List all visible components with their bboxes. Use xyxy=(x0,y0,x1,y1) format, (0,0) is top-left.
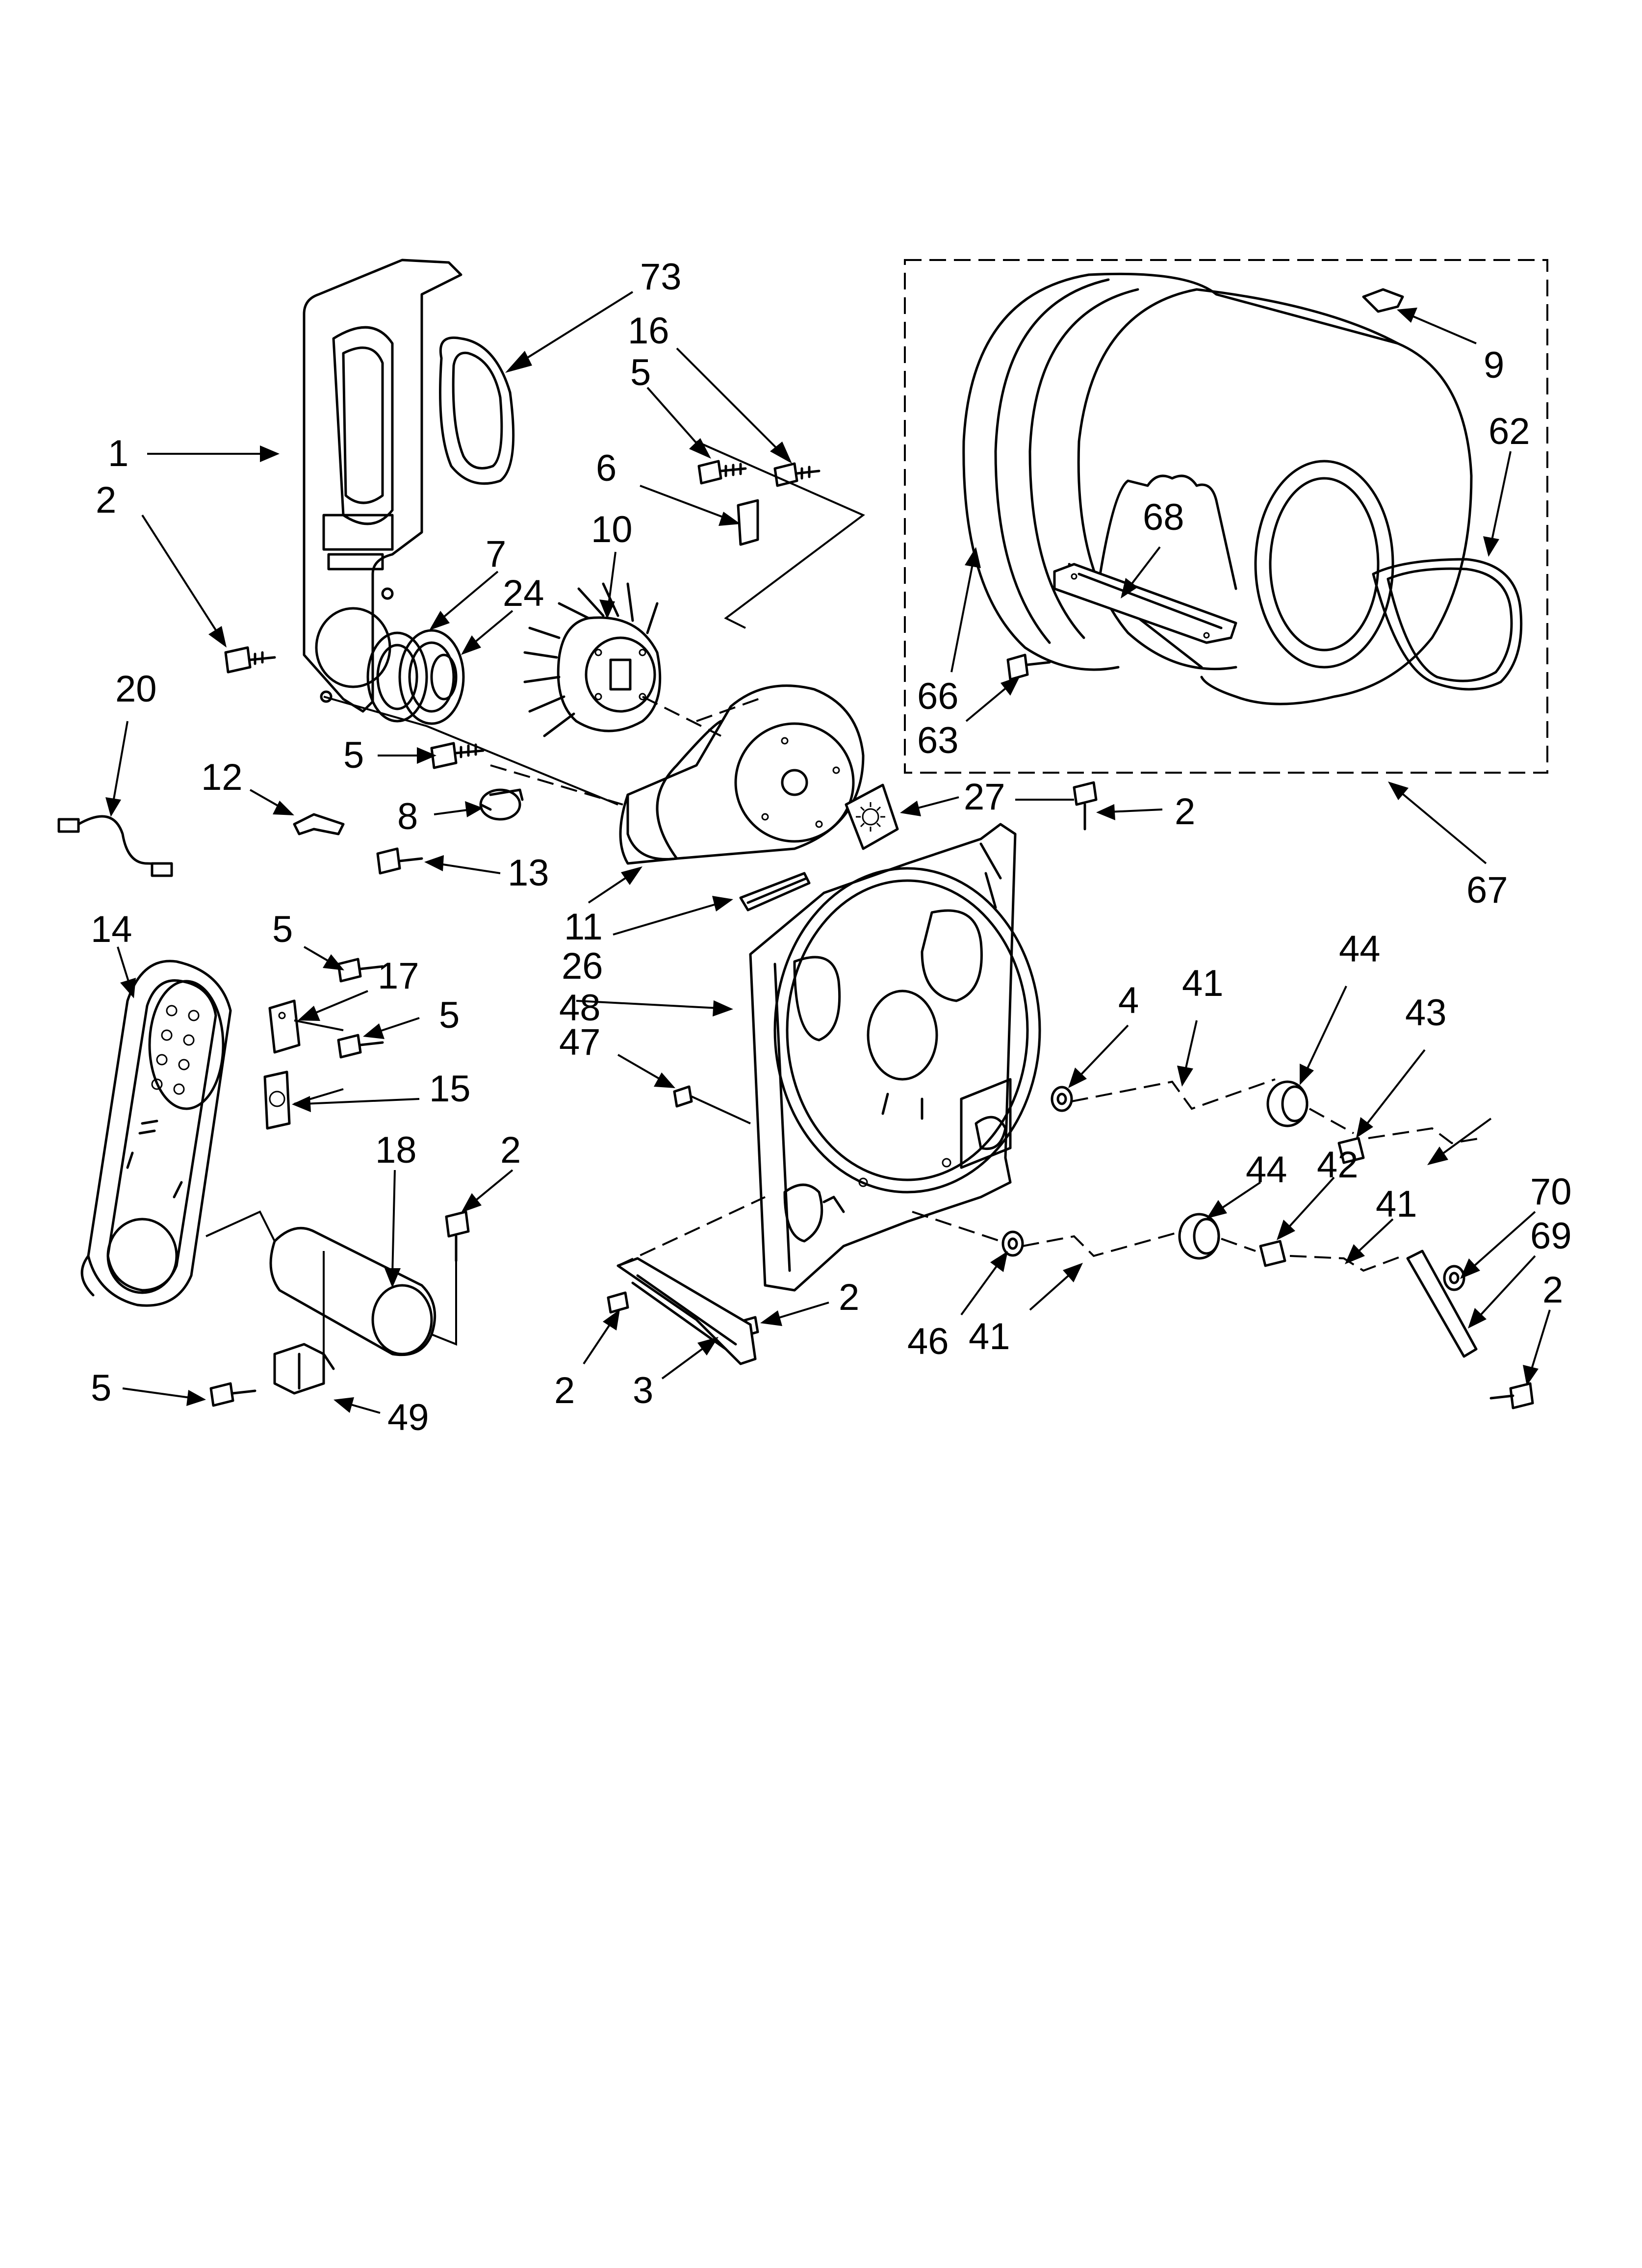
callout-44: 44 xyxy=(1246,1149,1287,1191)
callout-43: 43 xyxy=(1405,992,1447,1034)
callout-17: 17 xyxy=(378,955,419,997)
thermostat-and-fuse-parts xyxy=(263,958,384,1130)
callout-41: 41 xyxy=(1182,963,1224,1004)
callout-46: 46 xyxy=(907,1321,949,1362)
callout-labels: 73 16 5 1 2 6 10 7 24 20 5 12 8 13 11 27… xyxy=(91,256,1572,1438)
callout-41: 41 xyxy=(969,1316,1010,1357)
rear-panel-part xyxy=(303,259,462,713)
callout-1: 1 xyxy=(108,433,128,474)
callout-69: 69 xyxy=(1530,1215,1572,1257)
callout-7: 7 xyxy=(486,533,506,575)
callout-10: 10 xyxy=(591,509,633,550)
callout-48: 48 xyxy=(559,987,601,1029)
callout-41: 41 xyxy=(1376,1183,1417,1225)
callout-15: 15 xyxy=(429,1068,471,1110)
screws-and-clip-parts xyxy=(224,460,821,769)
callout-2: 2 xyxy=(839,1277,859,1318)
callout-20: 20 xyxy=(115,668,157,710)
assembly-connector-lines xyxy=(205,441,1482,1354)
callout-5: 5 xyxy=(439,994,460,1036)
callout-5: 5 xyxy=(272,909,293,950)
blower-wheel-part xyxy=(523,582,662,737)
callout-9: 9 xyxy=(1484,344,1504,386)
callout-16: 16 xyxy=(628,310,669,352)
callout-arrows xyxy=(105,291,1551,1414)
callout-2: 2 xyxy=(1175,791,1195,833)
callout-47: 47 xyxy=(559,1021,601,1063)
bulkhead-screws-parts xyxy=(607,781,1098,1365)
drum-rollers-parts xyxy=(1001,1080,1534,1409)
seal-73-part xyxy=(439,336,515,485)
callout-2: 2 xyxy=(554,1370,575,1411)
callout-18: 18 xyxy=(375,1129,417,1171)
callout-2: 2 xyxy=(500,1129,521,1171)
callout-8: 8 xyxy=(397,796,418,837)
callout-2: 2 xyxy=(1542,1269,1563,1311)
callout-49: 49 xyxy=(387,1397,429,1438)
callout-12: 12 xyxy=(201,756,243,798)
callout-3: 3 xyxy=(633,1370,653,1411)
callout-24: 24 xyxy=(503,573,544,614)
callout-42: 42 xyxy=(1317,1144,1359,1186)
callout-26: 26 xyxy=(562,945,603,987)
callout-70: 70 xyxy=(1530,1171,1572,1213)
callout-27: 27 xyxy=(964,776,1005,818)
callout-73: 73 xyxy=(640,256,682,298)
callout-5: 5 xyxy=(630,352,651,393)
callout-5: 5 xyxy=(343,734,364,776)
callout-63: 63 xyxy=(917,720,959,761)
callout-14: 14 xyxy=(91,909,132,950)
blower-housing-part xyxy=(619,684,865,865)
callout-6: 6 xyxy=(596,447,616,489)
callout-5: 5 xyxy=(91,1367,111,1409)
callout-67: 67 xyxy=(1466,869,1508,911)
callout-11: 11 xyxy=(564,906,603,948)
seal-7-and-bearing-24-parts xyxy=(366,629,465,725)
callout-68: 68 xyxy=(1143,496,1184,538)
label-and-strip-parts xyxy=(739,783,899,912)
callout-13: 13 xyxy=(508,852,549,894)
front-bulkhead-part xyxy=(749,823,1041,1292)
callout-4: 4 xyxy=(1118,980,1139,1021)
callout-66: 66 xyxy=(917,676,959,717)
callout-2: 2 xyxy=(96,479,116,521)
small-components-parts xyxy=(57,788,524,877)
callout-62: 62 xyxy=(1488,411,1530,452)
callout-44: 44 xyxy=(1339,928,1381,970)
exhaust-duct-part xyxy=(209,1210,470,1407)
lint-duct-part xyxy=(80,960,232,1307)
drum-assembly-part xyxy=(904,259,1548,774)
